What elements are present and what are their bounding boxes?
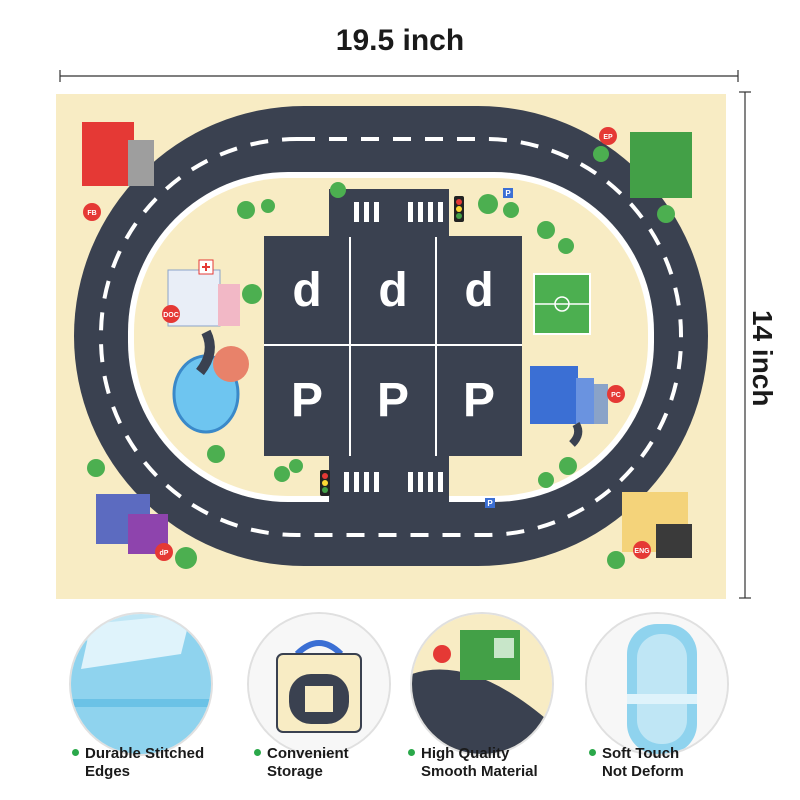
bullet-icon	[589, 748, 596, 756]
height-dimension-label: 14 inch	[747, 310, 778, 407]
feature-caption-stitched-edges: Durable Stitched Edges	[72, 745, 204, 781]
location-pin-icon	[83, 203, 101, 221]
location-pin-icon	[607, 385, 625, 403]
badge-eng: ENG	[634, 548, 650, 555]
feature-image-material	[410, 612, 554, 756]
feature-caption-material: High Quality Smooth Material	[408, 745, 538, 781]
badge-pc: PC	[611, 392, 621, 399]
badge-dp: dP	[160, 550, 169, 557]
bullet-icon	[254, 748, 261, 756]
parking-sign-icon	[485, 498, 495, 508]
bullet-icon	[72, 748, 79, 756]
badge-fb: FB	[87, 210, 96, 217]
parking-letter-bottom: P	[463, 374, 495, 427]
road-centerline	[99, 137, 683, 537]
green-building	[630, 132, 692, 198]
badge-doc: DOC	[163, 312, 179, 319]
police-building	[530, 366, 578, 424]
feature-image-storage	[247, 612, 391, 756]
feature-caption-storage: Convenient Storage	[254, 745, 349, 781]
fire-station-building	[82, 122, 134, 186]
width-dimension-label: 19.5 inch	[335, 24, 465, 57]
location-pin-icon	[633, 541, 651, 559]
parking-letter-top: d	[464, 264, 493, 317]
feature-image-soft-touch	[585, 612, 729, 756]
svg-text:P: P	[505, 189, 511, 198]
umbrella-icon	[213, 346, 249, 382]
play-mat: d d d P P P	[56, 94, 726, 599]
badge-ep: EP	[603, 134, 613, 141]
play-mat-illustration: d d d P P P	[74, 106, 708, 569]
location-pin-icon	[155, 543, 173, 561]
bullet-icon	[408, 748, 415, 756]
parking-letter-bottom: P	[377, 374, 409, 427]
feature-caption-soft-touch: Soft Touch Not Deform	[589, 745, 684, 781]
location-pin-icon	[162, 305, 180, 323]
parking-letter-top: d	[292, 264, 321, 317]
feature-image-stitched-edges	[69, 612, 213, 756]
parking-letter-top: d	[378, 264, 407, 317]
location-pin-icon	[599, 127, 617, 145]
parking-letter-bottom: P	[291, 374, 323, 427]
svg-text:P: P	[487, 499, 493, 508]
tree-icons	[87, 146, 675, 569]
crosswalk-bottom	[344, 472, 443, 492]
parking-sign-icon	[503, 188, 513, 198]
crosswalk-top	[354, 202, 443, 222]
